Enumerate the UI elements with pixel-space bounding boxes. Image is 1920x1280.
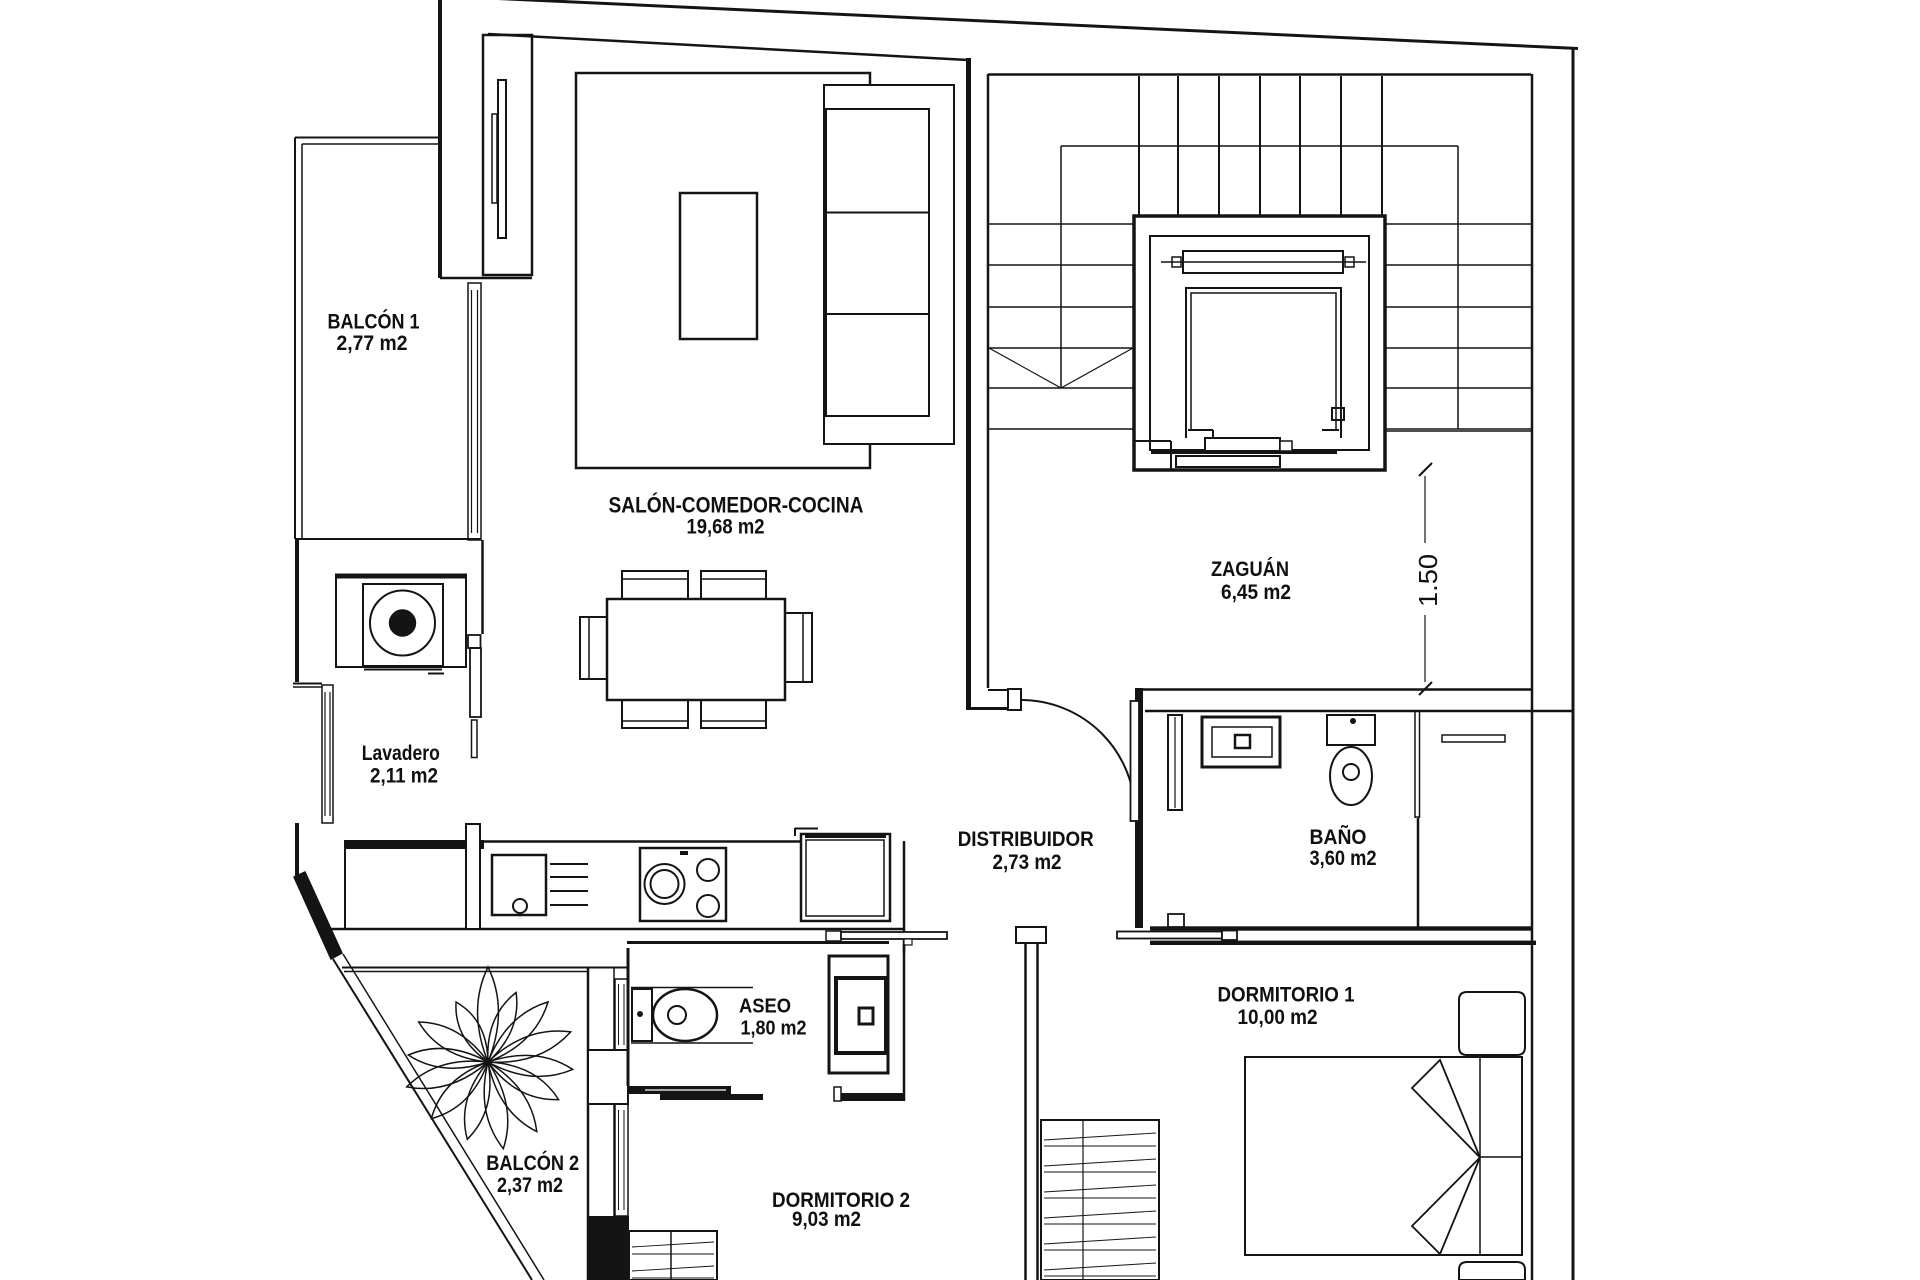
- svg-text:SALÓN-COMEDOR-COCINA: SALÓN-COMEDOR-COCINA: [609, 493, 864, 518]
- svg-text:BAÑO: BAÑO: [1310, 824, 1367, 849]
- svg-text:3,60 m2: 3,60 m2: [1310, 846, 1377, 870]
- svg-text:1.50: 1.50: [1413, 554, 1443, 607]
- svg-text:2,11 m2: 2,11 m2: [370, 764, 438, 788]
- svg-text:19,68 m2: 19,68 m2: [687, 515, 765, 539]
- svg-text:2,37 m2: 2,37 m2: [497, 1173, 563, 1197]
- svg-text:2,73 m2: 2,73 m2: [993, 850, 1062, 874]
- svg-text:Lavadero: Lavadero: [362, 741, 440, 765]
- svg-text:BALCÓN 1: BALCÓN 1: [328, 309, 420, 334]
- svg-text:BALCÓN 2: BALCÓN 2: [486, 1150, 579, 1175]
- svg-text:DORMITORIO 1: DORMITORIO 1: [1218, 983, 1355, 1007]
- svg-text:10,00 m2: 10,00 m2: [1238, 1005, 1318, 1029]
- svg-text:1,80 m2: 1,80 m2: [741, 1018, 807, 1040]
- svg-text:ZAGUÁN: ZAGUÁN: [1211, 556, 1289, 581]
- svg-text:6,45 m2: 6,45 m2: [1221, 580, 1291, 604]
- svg-text:DORMITORIO 2: DORMITORIO 2: [772, 1188, 910, 1212]
- svg-text:DISTRIBUIDOR: DISTRIBUIDOR: [958, 827, 1094, 851]
- svg-text:9,03 m2: 9,03 m2: [792, 1207, 861, 1231]
- svg-text:ASEO: ASEO: [739, 996, 791, 1018]
- svg-text:2,77 m2: 2,77 m2: [337, 331, 408, 355]
